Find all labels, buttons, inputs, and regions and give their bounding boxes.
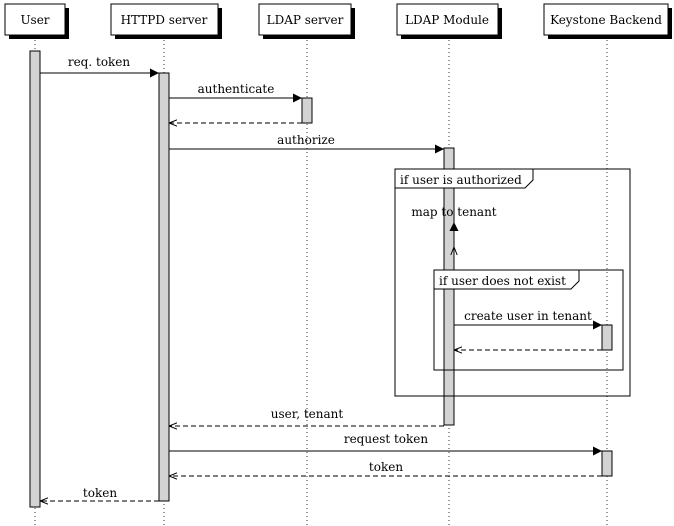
frame-user-authorized: if user is authorized — [394, 168, 631, 397]
message-req-token-label: req. token — [68, 55, 131, 69]
participant-keystone: Keystone Backend — [543, 3, 672, 39]
participant-ldap: LDAP server — [258, 3, 355, 39]
participant-ldap-label: LDAP server — [267, 13, 344, 27]
participant-module-label: LDAP Module — [405, 13, 489, 27]
return-token-user-label: token — [83, 486, 117, 500]
activation-keystone-create — [601, 324, 613, 351]
return-user-tenant-label: user, tenant — [271, 407, 344, 421]
activation-user — [29, 50, 41, 508]
message-map-to-tenant-label: map to tenant — [411, 205, 496, 219]
frame-user-not-exist-label: if user does not exist — [439, 274, 566, 288]
frame-user-authorized-label: if user is authorized — [400, 173, 522, 187]
return-token-httpd-label: token — [369, 460, 403, 474]
activation-ldap — [301, 97, 313, 124]
message-authenticate-label: authenticate — [198, 82, 275, 96]
participant-user-label: User — [20, 13, 49, 27]
activation-keystone-token — [601, 450, 613, 477]
participant-user: User — [4, 3, 69, 39]
message-request-token-label: request token — [344, 432, 429, 446]
participant-module: LDAP Module — [396, 3, 502, 39]
frame-user-not-exist: if user does not exist — [433, 269, 624, 371]
message-authorize-label: authorize — [277, 133, 335, 147]
participant-httpd: HTTPD server — [110, 3, 222, 39]
participant-keystone-label: Keystone Backend — [550, 13, 662, 27]
activation-httpd — [158, 72, 170, 502]
participant-httpd-label: HTTPD server — [121, 13, 208, 27]
message-create-user-label: create user in tenant — [464, 309, 592, 323]
